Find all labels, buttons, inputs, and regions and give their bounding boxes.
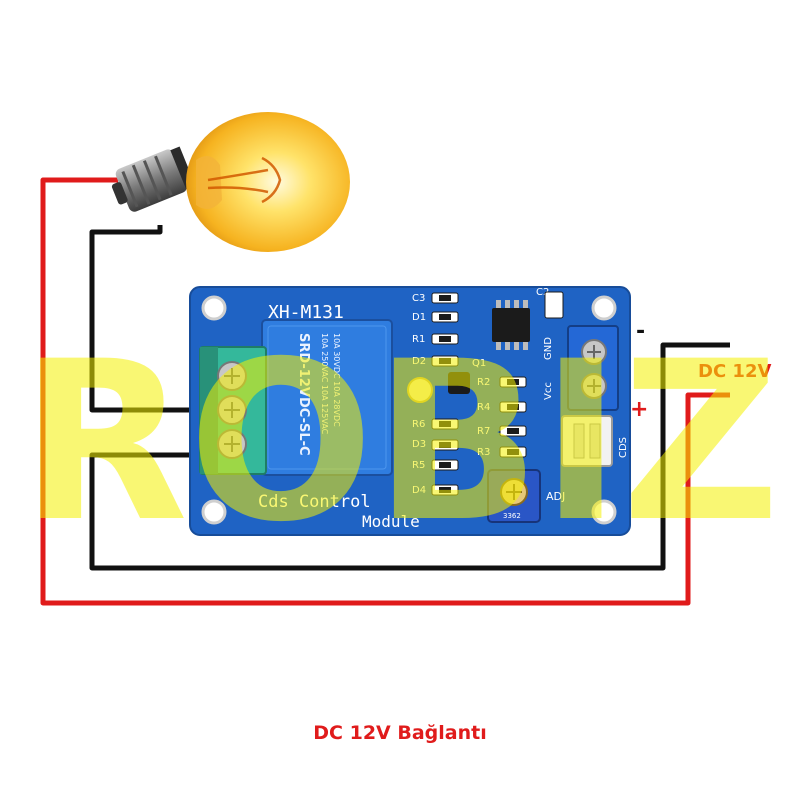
component-label: D2	[412, 356, 426, 367]
component-label: R1	[412, 334, 425, 345]
power-minus-label: -	[636, 319, 645, 344]
board-title-line1: Cds Control	[258, 492, 371, 512]
potentiometer-code: 3362	[503, 512, 521, 520]
mounting-hole	[591, 499, 617, 525]
relay-module-board: XH-M131 SRD-12VDC-SL-C 10A 250VAC 10A 12…	[189, 286, 631, 536]
terminal-screw	[217, 361, 247, 391]
potentiometer-label: ADJ	[546, 490, 565, 503]
mounting-hole	[201, 295, 227, 321]
relay-rating-text: 10A 30VDC 10A 28VDC	[332, 333, 341, 427]
board-title-line2: Module	[362, 512, 420, 531]
component-label: C3	[412, 293, 425, 304]
power-plus-label: +	[630, 397, 648, 422]
cds-sensor-connector	[561, 415, 613, 467]
led-indicator	[407, 377, 433, 403]
transistor	[448, 372, 470, 394]
board-model-label: XH-M131	[268, 302, 344, 323]
pin-label-cds: CDS	[618, 437, 629, 458]
relay-model-text: SRD-12VDC-SL-C	[296, 333, 311, 456]
terminal-screw	[581, 373, 607, 399]
power-voltage-label: DC 12V	[698, 361, 771, 382]
terminal-screw	[581, 339, 607, 365]
terminal-screw	[217, 429, 247, 459]
component-label: D1	[412, 312, 426, 323]
relay-terminal-block	[199, 346, 267, 475]
terminal-screw	[217, 395, 247, 425]
component-label: R6	[412, 419, 425, 430]
component-label: R3	[477, 447, 490, 458]
power-terminal-block	[567, 325, 619, 411]
mounting-hole	[591, 295, 617, 321]
component-label: C2	[536, 287, 549, 298]
component-label: R2	[477, 377, 490, 388]
component-label: D4	[412, 485, 426, 496]
component-label: R7	[477, 426, 490, 437]
mounting-hole	[201, 499, 227, 525]
component-label: R4	[477, 402, 490, 413]
component-label: D3	[412, 439, 426, 450]
pin-label-gnd: GND	[543, 337, 554, 360]
watermark-text: ROBIZ	[20, 314, 780, 570]
black-wire-circuit	[89, 225, 730, 571]
diagram-caption: DC 12V Bağlantı	[313, 722, 487, 744]
pin-label-vcc: Vcc	[543, 382, 554, 400]
relay-rating-text: 10A 250VAC 10A 125VAC	[320, 333, 329, 435]
light-bulb	[111, 112, 350, 252]
potentiometer: 3362	[487, 469, 541, 523]
ic-chip	[492, 300, 530, 350]
component-label: Q1	[472, 358, 486, 369]
component-label: R5	[412, 460, 425, 471]
